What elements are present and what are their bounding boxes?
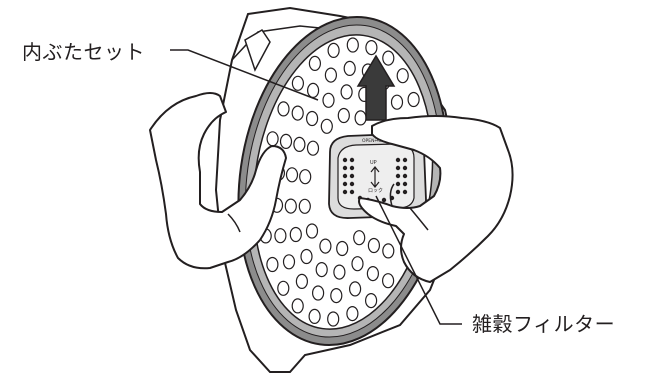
filter-dot xyxy=(396,174,400,178)
lid-hole xyxy=(308,83,319,97)
filter-dot xyxy=(403,166,407,170)
lid-hole xyxy=(287,168,298,182)
lid-hole xyxy=(325,68,336,82)
lid-hole xyxy=(301,250,312,264)
lid-hole xyxy=(337,242,348,256)
lid-hole xyxy=(334,265,345,279)
lid-hole xyxy=(328,43,339,57)
lid-hole xyxy=(316,263,327,277)
lid-hole xyxy=(281,134,292,148)
filter-dot xyxy=(396,182,400,186)
filter-dot xyxy=(403,174,407,178)
filter-dot xyxy=(396,166,400,170)
filter-dot xyxy=(343,174,347,178)
lid-hole xyxy=(368,239,379,253)
filter-dot xyxy=(403,190,407,194)
label-inner-lid-set: 内ぶたセット xyxy=(22,36,145,65)
filter-dot xyxy=(350,174,354,178)
lid-hole xyxy=(299,199,310,213)
lid-hole xyxy=(354,231,365,245)
lid-hole xyxy=(341,85,352,99)
lid-hole xyxy=(292,299,303,313)
lid-hole xyxy=(292,76,303,90)
lid-hole xyxy=(366,294,377,308)
lid-hole xyxy=(338,109,349,123)
filter-dot xyxy=(343,158,347,162)
lid-hole xyxy=(320,239,331,253)
lid-hole xyxy=(275,229,286,243)
lid-hole xyxy=(290,228,301,242)
lid-hole xyxy=(344,61,355,75)
lid-hole xyxy=(284,255,295,269)
label-steam-filter: 雑穀フィルター xyxy=(472,308,615,337)
lid-hole xyxy=(328,312,339,326)
filter-face xyxy=(338,144,414,209)
lid-hole xyxy=(296,274,307,288)
filter-dot xyxy=(403,158,407,162)
lid-hole xyxy=(383,274,394,288)
lid-hole xyxy=(347,307,358,321)
lid-hole xyxy=(350,282,361,296)
filter-dot xyxy=(350,158,354,162)
lid-hole xyxy=(278,281,289,295)
filter-up-word: UP xyxy=(370,160,377,166)
lid-hole xyxy=(278,102,289,116)
lid-hole xyxy=(285,199,296,213)
lid-hole xyxy=(383,244,394,258)
filter-dot xyxy=(350,190,354,194)
lid-hole xyxy=(308,141,319,155)
lid-hole xyxy=(300,170,311,184)
filter-dot xyxy=(350,166,354,170)
filter-dot xyxy=(343,182,347,186)
lid-hole xyxy=(294,137,305,151)
lid-hole xyxy=(267,258,278,272)
lid-hole xyxy=(383,51,394,65)
lid-hole xyxy=(355,111,366,125)
filter-lock-word: ロック xyxy=(368,188,383,194)
lid-hole xyxy=(331,289,342,303)
lid-hole xyxy=(307,224,318,238)
filter-dot xyxy=(396,190,400,194)
filter-dot xyxy=(396,158,400,162)
lid-hole xyxy=(408,93,419,107)
lid-hole xyxy=(323,93,334,107)
lid-hole xyxy=(392,95,403,109)
filter-dot xyxy=(343,190,347,194)
filter-dot xyxy=(350,182,354,186)
lid-hole xyxy=(352,257,363,271)
lid-hole xyxy=(367,267,378,281)
lid-hole xyxy=(309,56,320,70)
lid-hole xyxy=(313,286,324,300)
lid-hole xyxy=(267,132,278,146)
filter-dot xyxy=(403,182,407,186)
filter-dot xyxy=(382,198,386,202)
lid-hole xyxy=(292,106,303,120)
filter-dot xyxy=(343,166,347,170)
lid-hole xyxy=(366,41,377,55)
lid-hole xyxy=(309,309,320,323)
lid-hole xyxy=(347,38,358,52)
lid-hole xyxy=(307,112,318,126)
lid-hole xyxy=(397,69,408,83)
lid-hole xyxy=(321,119,332,133)
